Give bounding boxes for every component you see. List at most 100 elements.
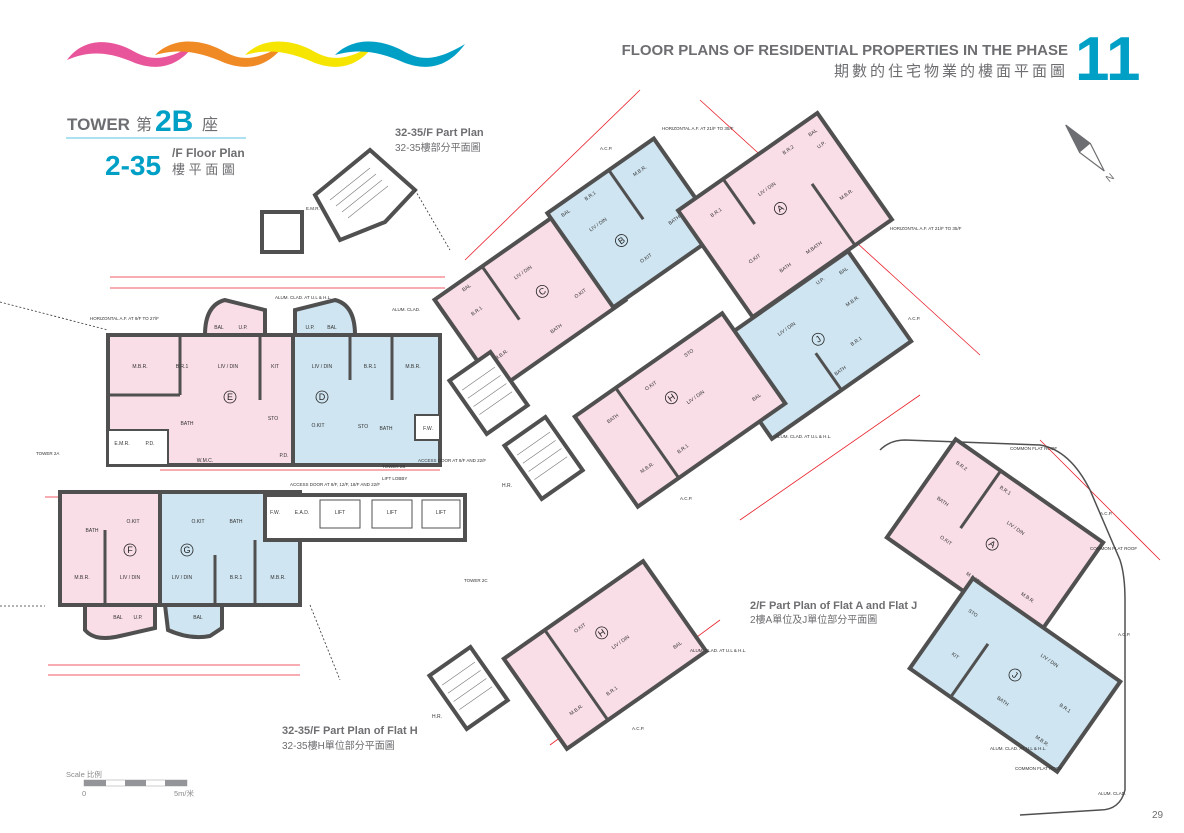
hr-label: H.R. bbox=[432, 714, 442, 720]
acp-label: A.C.P. bbox=[632, 726, 644, 731]
part-plan-h-caption-zh: 32-35樓H單位部分平面圖 bbox=[282, 739, 395, 752]
flat-letter-a: A bbox=[775, 203, 786, 215]
alum-clad-note: ALUM. CLAD. AT U.L & H.L. bbox=[990, 746, 1046, 751]
horizontal-af-note: HORIZONTAL A.F. AT 9/F TO 27/F bbox=[90, 316, 159, 321]
wmc-label: W.M.C. bbox=[197, 458, 213, 464]
room-label: U.P. bbox=[815, 276, 826, 286]
part-plan-h-caption-en: 32-35/F Part Plan of Flat H bbox=[282, 725, 418, 737]
tower-number: 2B bbox=[155, 105, 193, 138]
tower-title: TOWER 第 2B 座 2-35 /F Floor Plan 樓 平 面 圖 bbox=[66, 105, 246, 181]
part-plan-flat-h: LIV / DIN M.B.R. B.R.1 O.KIT BAL H H.R. … bbox=[282, 558, 746, 752]
room-label: STO bbox=[683, 348, 695, 359]
room-label: BAL bbox=[751, 392, 762, 402]
flat-e[interactable]: M.B.R. B.R.1 LIV / DIN KIT BATH STO BAL … bbox=[106, 297, 295, 467]
flat-letter-b: B bbox=[616, 235, 627, 247]
room-label: M.B.R. bbox=[405, 364, 420, 370]
room-label: O.KIT bbox=[311, 423, 324, 429]
room-label: STO bbox=[967, 608, 979, 619]
section-number: 11 bbox=[1075, 25, 1141, 94]
room-label: KIT bbox=[950, 651, 960, 660]
flat-a-part[interactable]: LIV / DIN B.R.1 B.R.2 M.B.R. O.KIT M.BAT… bbox=[884, 436, 1106, 644]
emr-label: E.M.R. bbox=[306, 206, 320, 211]
logo-waves bbox=[67, 41, 465, 67]
acp-label: A.C.P. bbox=[1100, 511, 1112, 516]
flat-f[interactable]: BATH O.KIT M.B.R. LIV / DIN BAL U.P. F bbox=[58, 490, 162, 640]
room-label: BAL bbox=[672, 640, 683, 650]
scale-end: 5m/米 bbox=[174, 788, 195, 798]
access-door-note: ACCESS DOOR AT 8/F, 12/F, 18/F AND 22/F bbox=[290, 482, 380, 487]
scale-label: Scale 比例 bbox=[66, 769, 102, 779]
lift-label: LIFT bbox=[436, 510, 446, 516]
room-label: U.P. bbox=[305, 325, 314, 331]
room-label: M.B.R. bbox=[74, 575, 89, 581]
alum-clad-note: ALUM. CLAD. AT U.L & H.L. bbox=[690, 648, 746, 653]
room-label: M.B.R. bbox=[270, 575, 285, 581]
staircase bbox=[446, 349, 531, 437]
alum-clad-note: ALUM. CLAD. AT U.L & H.L. bbox=[275, 295, 331, 300]
floor-range: 2-35 bbox=[105, 150, 161, 181]
floor-plan-zh: 樓 平 面 圖 bbox=[172, 162, 235, 177]
flat-letter-g: G bbox=[183, 545, 190, 555]
room-label: BATH bbox=[181, 421, 194, 427]
tower-zh-prefix: 第 bbox=[136, 116, 152, 134]
emr-label: E.M.R. bbox=[114, 441, 129, 447]
room-label: LIV / DIN bbox=[120, 575, 141, 581]
flat-j-part[interactable]: LIV / DIN B.R.1 M.B.R. KIT STO BATH J bbox=[906, 575, 1124, 775]
flat-letter-e: E bbox=[227, 392, 233, 402]
flat-d[interactable]: LIV / DIN B.R.1 M.B.R. O.KIT STO BATH U.… bbox=[279, 297, 442, 467]
room-label: O.KIT bbox=[191, 519, 204, 525]
hr-label: H.R. bbox=[502, 483, 512, 489]
common-flat-roof-label: COMMON FLAT ROOF bbox=[1010, 446, 1057, 451]
page-title-zh: 期數的住宅物業的樓面平面圖 bbox=[834, 63, 1068, 80]
part-plan-flat-a-j: LIV / DIN B.R.1 B.R.2 M.B.R. O.KIT M.BAT… bbox=[750, 436, 1137, 816]
room-label: BATH bbox=[380, 426, 393, 432]
common-flat-roof-label: COMMON FLAT ROOF bbox=[1090, 546, 1137, 551]
room-label: B.R.1 bbox=[230, 575, 243, 581]
room-label: BATH bbox=[230, 519, 243, 525]
north-label: N bbox=[1104, 172, 1117, 185]
scale-bar: Scale 比例 0 5m/米 bbox=[66, 769, 195, 798]
room-label: BAL bbox=[461, 283, 472, 293]
north-compass: N bbox=[1065, 124, 1117, 185]
flat-letter-c: C bbox=[537, 285, 548, 297]
flat-b[interactable]: LIV / DIN M.B.R. B.R.1 O.KIT BATH BAL B bbox=[544, 135, 723, 311]
tower-prefix: TOWER bbox=[67, 115, 130, 134]
tower-2a-label: TOWER 2A bbox=[36, 451, 59, 456]
fw-label: F.W. bbox=[270, 510, 280, 516]
flat-letter-h: H bbox=[596, 627, 607, 639]
flat-letter-j: J bbox=[1010, 670, 1019, 681]
room-label: U.P. bbox=[133, 615, 142, 621]
acp-label: A.C.P. bbox=[680, 496, 692, 501]
tower-zh-suffix: 座 bbox=[202, 116, 218, 134]
horizontal-af-note: HORIZONTAL A.F. AT 21/F TO 35/F bbox=[662, 126, 734, 131]
lift-label: LIFT bbox=[335, 510, 345, 516]
room-label: KIT bbox=[271, 364, 279, 370]
room-label: M.B.R. bbox=[132, 364, 147, 370]
room-label: LIV / DIN bbox=[218, 364, 239, 370]
fw-label: F.W. bbox=[423, 426, 433, 432]
room-label: BAL bbox=[838, 266, 849, 276]
floor-plan-en: /F Floor Plan bbox=[172, 146, 245, 160]
room-label: O.KIT bbox=[126, 519, 139, 525]
room-label: STO bbox=[268, 416, 278, 422]
acp-label: A.C.P. bbox=[600, 146, 612, 151]
common-flat-roof-label: COMMON FLAT ROOF bbox=[1015, 766, 1062, 771]
room-label: BAL bbox=[113, 615, 123, 621]
flat-a[interactable]: LIV / DIN B.R.1 B.R.2 M.B.R. O.KIT M.BAT… bbox=[675, 110, 895, 320]
room-label: STO bbox=[358, 424, 368, 430]
flat-h[interactable]: LIV / DIN M.B.R. B.R.1 O.KIT STO BATH BA… bbox=[571, 310, 789, 510]
flat-h-part[interactable]: LIV / DIN M.B.R. B.R.1 O.KIT BAL H bbox=[501, 558, 709, 752]
access-door-note: ACCESS DOOR AT 8/F AND 22/F bbox=[418, 458, 486, 463]
part-plan-aj-caption-zh: 2樓A單位及J單位部分平面圖 bbox=[750, 613, 877, 626]
room-label: B.R.1 bbox=[364, 364, 377, 370]
horizontal-af-note: HORIZONTAL A.F. AT 21/F TO 35/F bbox=[890, 226, 962, 231]
part-plan-32-35: E.M.R. 32-35/F Part Plan 32-35樓部分平面圖 bbox=[260, 127, 484, 254]
room-label: BATH bbox=[86, 528, 99, 534]
room-label: LIV / DIN bbox=[312, 364, 333, 370]
lift-core: F.W. E.A.D. LIFT LIFT LIFT bbox=[263, 493, 467, 542]
room-label: BAL bbox=[214, 325, 224, 331]
flat-g[interactable]: O.KIT LIV / DIN B.R.1 M.B.R. BATH BAL G bbox=[158, 490, 302, 640]
page-title-en: FLOOR PLANS OF RESIDENTIAL PROPERTIES IN… bbox=[622, 42, 1068, 59]
acp-label: A.C.P. bbox=[1118, 632, 1130, 637]
